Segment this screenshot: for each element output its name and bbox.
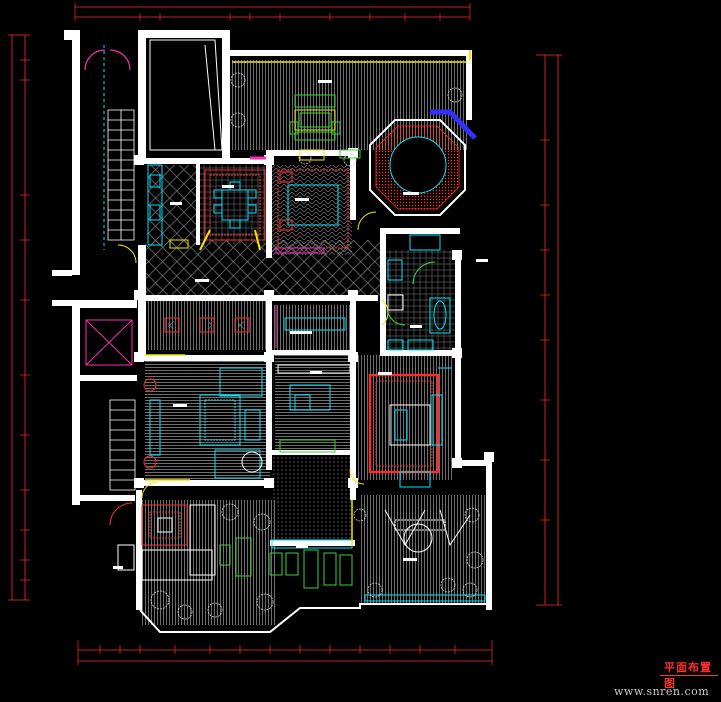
bed-symbol [368,367,452,488]
tree-symbol [150,72,484,620]
top-terrace-furniture [232,61,467,141]
octagon-room [369,109,477,216]
dimension-lines [8,3,562,665]
office-furniture [277,364,351,453]
sofa-symbol [143,367,263,481]
title-underline [660,675,718,676]
door-swings [117,50,471,545]
room-tags [113,80,488,569]
watermark: www.snren.com [614,685,710,698]
corridor-items [145,305,346,356]
elevator-symbol [85,319,133,366]
stair-symbol [107,109,136,491]
lower-right-terrace [364,509,486,602]
kitchen [147,164,189,249]
void-shaft [149,39,223,151]
lower-left-area [109,502,353,589]
dining-table-symbol [199,169,266,251]
lower-outline [139,603,490,633]
entry-doors [84,49,131,71]
drawing-title: 平面布置图 [664,661,712,690]
